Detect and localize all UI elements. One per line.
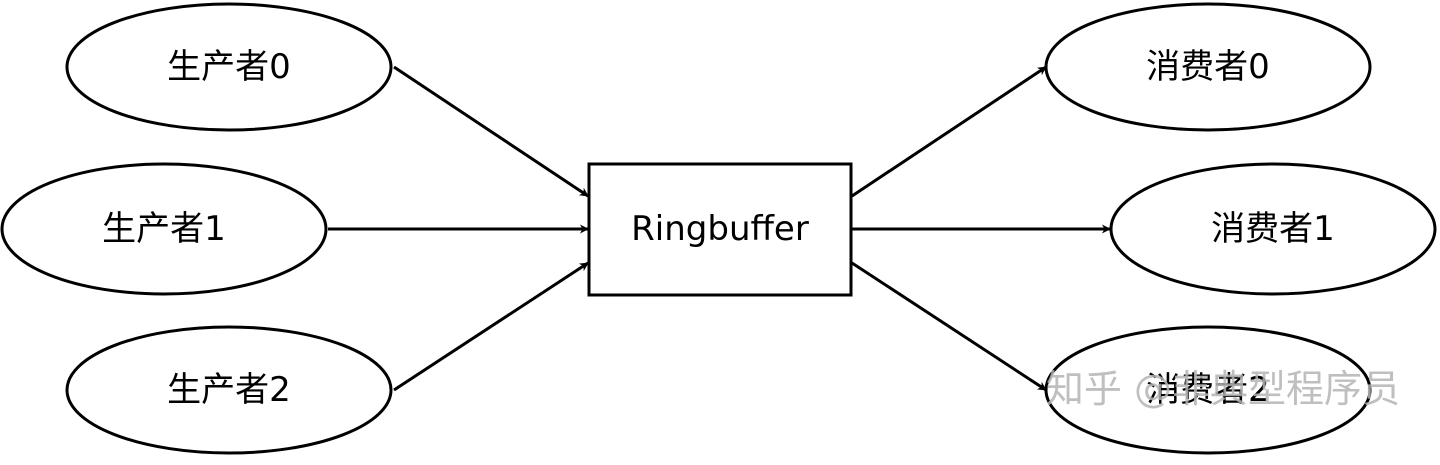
consumer-label-1: 消费者1	[1211, 209, 1335, 249]
producer-node-1[interactable]: 生产者1	[0, 162, 328, 296]
producer-label-1: 生产者1	[102, 209, 226, 249]
consumer-label-0: 消费者0	[1146, 47, 1270, 87]
consumer-label-2: 消费者2	[1146, 370, 1270, 410]
watermark-text: 知乎 @非典型程序员	[1046, 367, 1400, 411]
ringbuffer-node[interactable]: Ringbuffer	[587, 162, 853, 297]
edge-ringbuffer-to-consumer-2	[851, 261, 1047, 392]
producer-label-0: 生产者0	[167, 47, 291, 87]
edge-producer-0-to-ringbuffer	[393, 65, 589, 198]
producer-node-0[interactable]: 生产者0	[65, 2, 393, 132]
ringbuffer-label: Ringbuffer	[631, 209, 809, 249]
producer-node-2[interactable]: 生产者2	[65, 325, 393, 455]
consumer-node-2[interactable]: 消费者2	[1044, 325, 1372, 455]
consumer-node-1[interactable]: 消费者1	[1109, 162, 1437, 296]
consumer-node-0[interactable]: 消费者0	[1044, 2, 1372, 132]
edge-ringbuffer-to-consumer-0	[851, 65, 1047, 198]
edge-producer-2-to-ringbuffer	[393, 261, 589, 392]
producer-label-2: 生产者2	[167, 370, 291, 410]
